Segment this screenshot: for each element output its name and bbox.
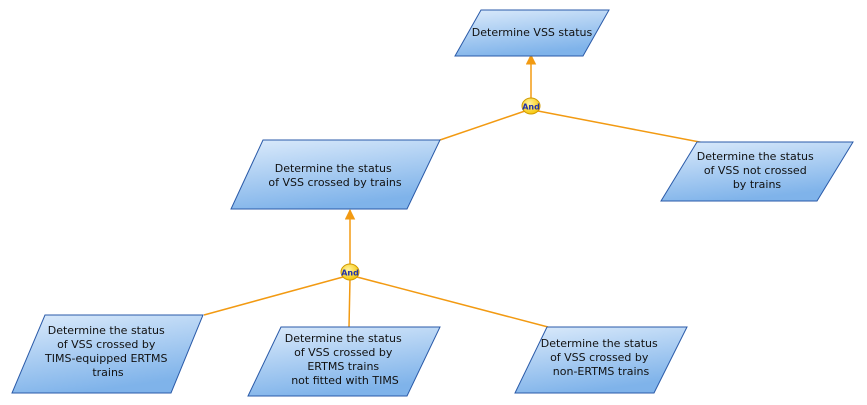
and-node-bottom[interactable]: And (340, 263, 360, 281)
and-node-top-label: And (522, 103, 540, 112)
svg-text:Determine the status of: Determine the status of VSS crossed by E… (285, 332, 406, 387)
goal-tims-line-4: trains (92, 366, 124, 379)
goal-non-ertms-line-2: of VSS crossed by (550, 351, 649, 364)
goal-crossed-line-2: of VSS crossed by trains (268, 176, 401, 189)
connector-not-crossed-to-and-top (537, 110, 711, 145)
goal-non-ertms-line-3: non-ERTMS trains (553, 365, 650, 378)
goal-tims-equipped[interactable]: Determine the status of VSS crossed by T… (11, 314, 204, 394)
svg-text:Determine VSS status: Determine VSS status (472, 26, 593, 39)
svg-text:Determine the status of: Determine the status of VSS crossed by t… (268, 162, 401, 189)
goal-non-ertms[interactable]: Determine the status of VSS crossed by n… (514, 326, 688, 394)
goal-not-crossed-line-1: Determine the status (697, 150, 814, 163)
goal-tims-line-1: Determine the status (48, 324, 165, 337)
svg-text:Determine the status of: Determine the status of VSS not crossed … (697, 150, 818, 191)
connector-ertms-to-and-bottom (348, 278, 351, 328)
and-node-top[interactable]: And (521, 97, 541, 115)
goal-not-crossed[interactable]: Determine the status of VSS not crossed … (660, 141, 854, 202)
goal-ertms-line-4: not fitted with TIMS (291, 374, 399, 387)
goal-tims-line-3: TIMS-equipped ERTMS (44, 352, 167, 365)
goal-crossed[interactable]: Determine the status of VSS crossed by t… (230, 139, 441, 210)
goal-ertms-line-3: ERTMS trains (307, 360, 379, 373)
goal-tims-line-2: of VSS crossed by (57, 338, 156, 351)
goal-root[interactable]: Determine VSS status (454, 9, 610, 57)
goal-non-ertms-line-1: Determine the status (541, 337, 658, 350)
connector-crossed-to-and-top (439, 110, 526, 141)
connector-tims-to-and-bottom (203, 276, 344, 316)
goal-root-label: Determine VSS status (472, 26, 593, 39)
connectors (203, 53, 711, 328)
goal-ertms-no-tims[interactable]: Determine the status of VSS crossed by E… (247, 326, 441, 397)
goal-not-crossed-line-2: of VSS not crossed (704, 164, 807, 177)
svg-text:Determine the status of: Determine the status of VSS crossed by T… (44, 324, 171, 379)
goal-not-crossed-line-3: by trains (733, 178, 782, 191)
svg-text:Determine the status of: Determine the status of VSS crossed by n… (541, 337, 662, 378)
and-node-bottom-label: And (341, 269, 359, 278)
connector-non-ertms-to-and-bottom (356, 276, 549, 328)
goal-ertms-line-1: Determine the status (285, 332, 402, 345)
goal-crossed-line-1: Determine the status (275, 162, 392, 175)
goal-ertms-line-2: of VSS crossed by (294, 346, 393, 359)
